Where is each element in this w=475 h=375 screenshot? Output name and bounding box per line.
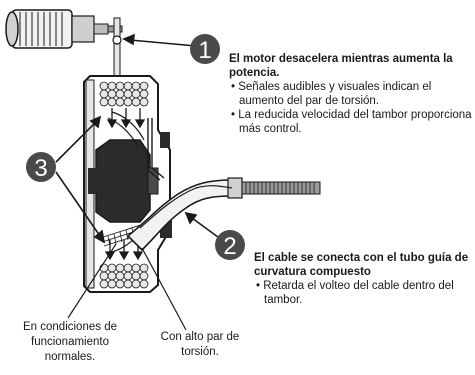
callout-1-title: El motor desacelera mientras aumenta la … <box>229 53 453 79</box>
callout-1-text: El motor desacelera mientras aumenta la … <box>229 52 473 136</box>
callout-1-bullet-2: • La reducida velocidad del tambor propo… <box>231 109 472 135</box>
callout-number-2: 2 <box>223 233 236 260</box>
callout-arrows <box>55 33 223 331</box>
guide-tube-illustration <box>126 118 321 252</box>
callout-number-1: 1 <box>198 37 211 64</box>
callout-badge-3: 3 <box>26 152 56 182</box>
drum-illustration <box>83 75 172 293</box>
caption-normal-operation: En condiciones de funcionamiento normale… <box>23 321 117 363</box>
caption-high-torque: Con alto par de torsión. <box>160 331 240 358</box>
callout-number-3: 3 <box>34 155 47 182</box>
callout-2-title: El cable se conecta con el tubo guía de … <box>254 252 469 278</box>
callout-1-bullet-1: • Señales audibles y visuales indican el… <box>231 81 432 107</box>
callout-2-text: El cable se conecta con el tubo guía de … <box>254 251 474 307</box>
callout-2-bullet-1: • Retarda el volteo del cable dentro del… <box>256 280 454 306</box>
callout-badge-2: 2 <box>215 230 245 260</box>
motor-illustration <box>5 9 123 81</box>
callout-badge-1: 1 <box>190 34 220 64</box>
